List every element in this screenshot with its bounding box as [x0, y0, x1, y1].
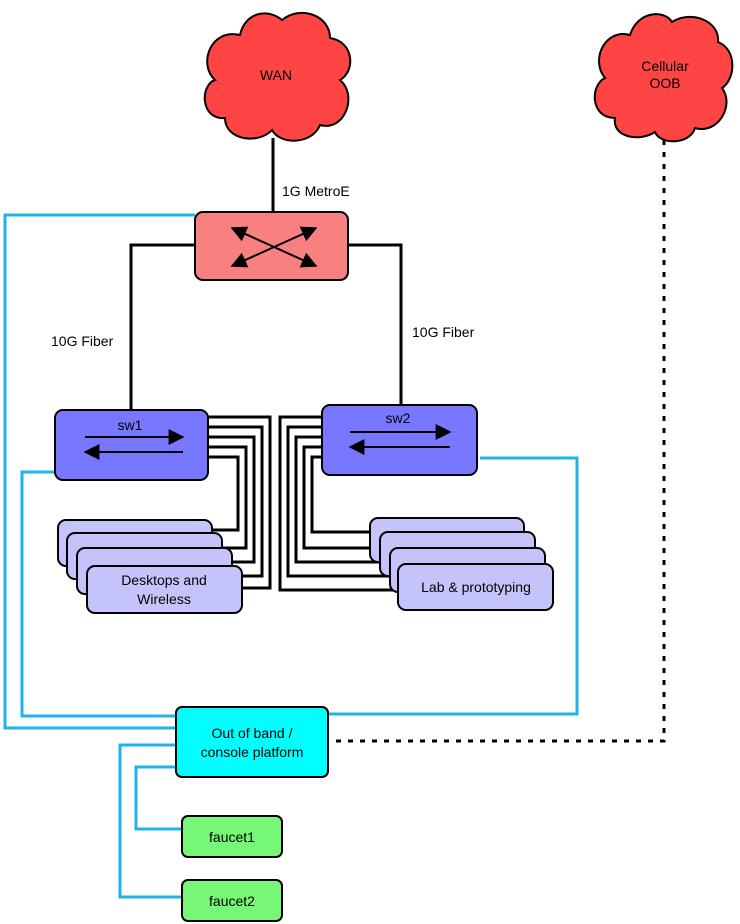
oob-label-line2: console platform	[201, 744, 304, 760]
sw1-arrows-icon	[83, 429, 185, 460]
faucet1-label: faucet1	[209, 829, 255, 845]
wan-label: WAN	[260, 67, 292, 83]
wan-cloud: WAN	[203, 11, 352, 142]
faucet1-node: faucet1	[181, 815, 283, 858]
lab-prototyping-stack	[369, 517, 554, 611]
desktops-label-line1: Desktops and	[121, 572, 207, 588]
faucet2-node: faucet2	[181, 879, 283, 922]
faucet2-label: faucet2	[209, 893, 255, 909]
lab-label: Lab & prototyping	[421, 579, 531, 595]
desktops-wireless-stack	[57, 519, 243, 614]
sw2-arrows-icon	[348, 424, 452, 455]
oob-console-platform: Out of band / console platform	[175, 706, 329, 778]
wan-uplink-label: 1G MetroE	[282, 183, 350, 199]
core-router	[194, 211, 349, 281]
sw2-lab-cables	[278, 415, 398, 592]
cellular-oob-cloud: Cellular OOB	[593, 13, 734, 143]
cellular-label-line2: OOB	[649, 75, 680, 91]
sw2-label: sw2	[386, 410, 411, 426]
fiber-left-line	[129, 243, 195, 410]
sw1-desktop-cables	[208, 415, 272, 590]
switch-sw1: sw1	[54, 409, 209, 481]
desktops-label-line2: Wireless	[137, 591, 191, 607]
fiber-right-label: 10G Fiber	[412, 324, 475, 340]
oob-label-line1: Out of band /	[212, 725, 293, 741]
cellular-oob-link	[330, 140, 666, 743]
cellular-label-line1: Cellular	[641, 58, 689, 74]
sw1-label: sw1	[118, 417, 143, 433]
router-cross-arrows-icon	[230, 226, 318, 268]
fiber-right-line	[348, 243, 403, 405]
fiber-left-label: 10G Fiber	[51, 333, 114, 349]
console-links	[3, 213, 579, 899]
switch-sw2: sw2	[321, 404, 478, 476]
